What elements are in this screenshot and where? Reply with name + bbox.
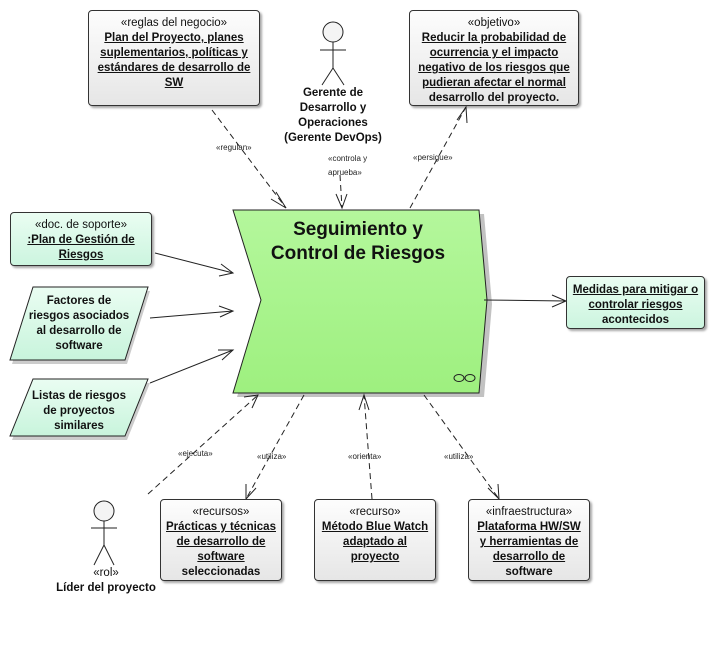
medidas-name: Medidas para mitigar o controlar riesgos…: [572, 284, 699, 326]
metodo-stereotype: «recurso»: [349, 506, 401, 518]
edge-doc-to-process: [154, 252, 235, 277]
edge-label-controla: «controla y aprueba»: [328, 154, 368, 177]
doc-name: :Plan de Gestión de Riesgos: [27, 234, 135, 261]
edge-label-ejecuta: «ejecuta»: [178, 449, 213, 458]
edge-label-regulan: «regulan»: [216, 143, 252, 152]
practicas-box[interactable]: «recursos» Prácticas y técnicas de desar…: [160, 499, 282, 581]
reglas-negocio-box[interactable]: «reglas del negocio» Plan del Proyecto, …: [88, 10, 260, 106]
edge-process-to-objetivo: [409, 105, 468, 209]
edge-label-utiliza-left: «utiliza»: [257, 452, 287, 461]
edge-listas-to-process: [149, 349, 235, 384]
medidas-box[interactable]: Medidas para mitigar o controlar riesgos…: [566, 276, 705, 329]
process-shape[interactable]: [232, 209, 488, 394]
objetivo-box[interactable]: «objetivo» Reducir la probabilidad de oc…: [409, 10, 579, 106]
actor-lider-icon[interactable]: [91, 500, 117, 566]
listas-riesgos-shape[interactable]: [9, 378, 149, 437]
plataforma-name: Plataforma HW/SW y herramientas de desar…: [477, 521, 581, 578]
edge-factores-to-process: [149, 305, 235, 319]
metodo-box[interactable]: «recurso» Método Blue Watch adaptado al …: [314, 499, 436, 581]
metodo-name: Método Blue Watch adaptado al proyecto: [321, 521, 429, 563]
process-title: Seguimiento y Control de Riesgos: [233, 218, 483, 266]
process-title-line1: Seguimiento y: [293, 219, 423, 240]
reglas-stereotype: «reglas del negocio»: [120, 17, 228, 29]
edge-label-utiliza-right: «utiliza»: [444, 452, 474, 461]
practicas-name: Prácticas y técnicas de desarrollo de so…: [166, 521, 276, 578]
edge-process-to-practicas: [245, 394, 305, 501]
actor-lider-name: Líder del proyecto: [56, 582, 156, 594]
actor-gerente-name: Gerente de Desarrollo y Operaciones (Ger…: [284, 87, 382, 144]
actor-lider-label: «rol» Líder del proyecto: [44, 566, 168, 596]
listas-riesgos-text: Listas de riesgos de proyectos similares: [32, 390, 126, 432]
composite-icon: [453, 374, 476, 382]
plan-gestion-riesgos-box[interactable]: «doc. de soporte» :Plan de Gestión de Ri…: [10, 212, 152, 266]
edge-reglas-to-process: [211, 109, 287, 209]
edge-process-to-plataforma: [423, 394, 500, 501]
objetivo-name: Reducir la probabilidad de ocurrencia y …: [418, 32, 570, 104]
process-title-line2: Control de Riesgos: [270, 243, 446, 264]
actor-lider-stereotype: «rol»: [93, 567, 119, 579]
plataforma-stereotype: «infraestructura»: [485, 506, 573, 518]
factores-riesgos-shape[interactable]: [9, 286, 149, 361]
edge-label-persigue: «persigue»: [413, 153, 453, 162]
edge-gerente-to-process: [335, 174, 348, 210]
practicas-stereotype: «recursos»: [192, 506, 250, 518]
objetivo-stereotype: «objetivo»: [467, 17, 521, 29]
edge-metodo-to-process: [358, 393, 373, 500]
edge-process-to-medidas: [483, 294, 568, 308]
reglas-name: Plan del Proyecto, planes suplementarios…: [97, 32, 251, 89]
edge-lider-to-process: [147, 394, 259, 495]
edge-label-orienta: «orienta»: [348, 452, 382, 461]
actor-gerente-icon[interactable]: [320, 21, 346, 86]
factores-riesgos-text: Factores de riesgos asociados al desarro…: [28, 295, 130, 352]
plataforma-box[interactable]: «infraestructura» Plataforma HW/SW y her…: [468, 499, 590, 581]
doc-stereotype: «doc. de soporte»: [34, 219, 128, 231]
